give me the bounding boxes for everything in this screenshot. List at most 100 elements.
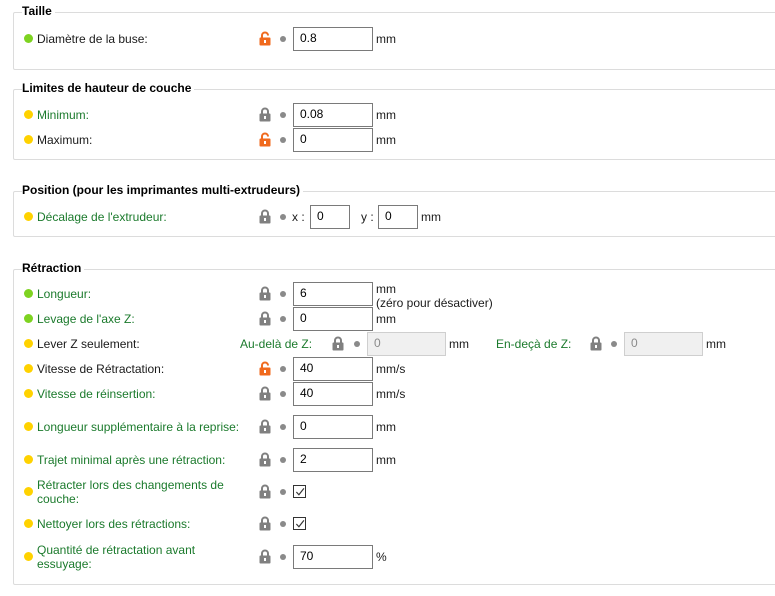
- group-title-position: Position (pour les imprimantes multi-ext…: [22, 183, 304, 197]
- dot-icon[interactable]: [280, 112, 286, 118]
- status-dot-icon: [24, 455, 33, 464]
- max-layer-input[interactable]: 0: [293, 128, 373, 152]
- lock-icon[interactable]: [259, 286, 271, 301]
- dot-icon[interactable]: [280, 316, 286, 322]
- status-dot-icon: [24, 289, 33, 298]
- row-restart-extra: Longueur supplémentaire à la reprise: 0 …: [0, 415, 775, 439]
- below-z-label: En-deçà de Z:: [496, 337, 572, 351]
- group-title-layer-limits: Limites de hauteur de couche: [22, 81, 195, 95]
- label: Rétracter lors des changements de couche…: [37, 478, 224, 506]
- group-box-retraction: [13, 269, 775, 585]
- unit: mm: [421, 210, 441, 224]
- above-z-input[interactable]: 0: [367, 332, 446, 356]
- dot-icon[interactable]: [280, 36, 286, 42]
- label: Levage de l'axe Z:: [37, 312, 135, 326]
- status-dot-icon: [24, 212, 33, 221]
- status-dot-icon: [24, 552, 33, 561]
- status-dot-icon: [24, 487, 33, 496]
- unlocked-icon[interactable]: [259, 361, 271, 376]
- nozzle-diameter-input[interactable]: 0.8: [293, 27, 373, 51]
- row-retract-speed: Vitesse de Rétractation: 40 mm/s: [0, 357, 775, 381]
- dot-icon[interactable]: [354, 341, 360, 347]
- dot-icon[interactable]: [280, 366, 286, 372]
- dot-icon[interactable]: [280, 521, 286, 527]
- deretract-speed-input[interactable]: 40: [293, 382, 373, 406]
- unit: mm: [376, 133, 396, 147]
- label: Décalage de l'extrudeur:: [37, 210, 167, 224]
- lift-z-input[interactable]: 0: [293, 307, 373, 331]
- dot-icon[interactable]: [280, 214, 286, 220]
- group-box-position: [13, 191, 775, 237]
- status-dot-icon: [24, 110, 33, 119]
- row-max-layer: Maximum: 0 mm: [0, 128, 775, 152]
- dot-icon[interactable]: [611, 341, 617, 347]
- unit: mm: [376, 108, 396, 122]
- lock-icon[interactable]: [259, 549, 271, 564]
- lock-icon[interactable]: [259, 107, 271, 122]
- dot-icon[interactable]: [280, 457, 286, 463]
- row-min-travel: Trajet minimal après une rétraction: 2 m…: [0, 448, 775, 472]
- row-extruder-offset: Décalage de l'extrudeur: x : 0 y : 0 mm: [0, 205, 775, 229]
- wipe-checkbox[interactable]: [293, 517, 306, 530]
- x-label: x :: [292, 210, 305, 224]
- unit: %: [376, 550, 387, 564]
- label: Trajet minimal après une rétraction:: [37, 453, 226, 467]
- label: Diamètre de la buse:: [37, 32, 148, 46]
- row-nozzle-diameter: Diamètre de la buse: 0.8 mm: [0, 27, 775, 51]
- lock-icon[interactable]: [332, 336, 344, 351]
- row-retract-layer-change: Rétracter lors des changements de couche…: [0, 478, 775, 506]
- status-dot-icon: [24, 34, 33, 43]
- offset-x-input[interactable]: 0: [310, 205, 350, 229]
- row-wipe: Nettoyer lors des rétractions:: [0, 512, 775, 536]
- min-travel-input[interactable]: 2: [293, 448, 373, 472]
- offset-y-input[interactable]: 0: [378, 205, 418, 229]
- row-deretract-speed: Vitesse de réinsertion: 40 mm/s: [0, 382, 775, 406]
- dot-icon[interactable]: [280, 489, 286, 495]
- unit: mm: [376, 420, 396, 434]
- unlocked-icon[interactable]: [259, 132, 271, 147]
- dot-icon[interactable]: [280, 291, 286, 297]
- min-layer-input[interactable]: 0.08: [293, 103, 373, 127]
- status-dot-icon: [24, 519, 33, 528]
- lock-icon[interactable]: [259, 386, 271, 401]
- row-lift-z-only: Lever Z seulement: Au-delà de Z: 0 mm En…: [0, 332, 775, 356]
- lock-icon[interactable]: [259, 484, 271, 499]
- row-min-layer: Minimum: 0.08 mm: [0, 103, 775, 127]
- group-title-taille: Taille: [22, 4, 55, 18]
- status-dot-icon: [24, 364, 33, 373]
- unit: mm: [376, 453, 396, 467]
- status-dot-icon: [24, 314, 33, 323]
- label: Longueur supplémentaire à la reprise:: [37, 420, 240, 434]
- label: Maximum:: [37, 133, 93, 147]
- retract-speed-input[interactable]: 40: [293, 357, 373, 381]
- lock-icon[interactable]: [259, 419, 271, 434]
- dot-icon[interactable]: [280, 554, 286, 560]
- restart-extra-input[interactable]: 0: [293, 415, 373, 439]
- unit: mm: [376, 32, 396, 46]
- retract-before-wipe-input[interactable]: 70: [293, 545, 373, 569]
- group-box-taille: [13, 12, 775, 70]
- unit: mm: [449, 337, 469, 351]
- label: Vitesse de Rétractation:: [37, 362, 165, 376]
- dot-icon[interactable]: [280, 137, 286, 143]
- label: Vitesse de réinsertion:: [37, 387, 156, 401]
- below-z-input[interactable]: 0: [624, 332, 703, 356]
- dot-icon[interactable]: [280, 424, 286, 430]
- label: Longueur:: [37, 287, 92, 301]
- unit: mm/s: [376, 362, 406, 376]
- y-label: y :: [361, 210, 374, 224]
- status-dot-icon: [24, 422, 33, 431]
- dot-icon[interactable]: [280, 391, 286, 397]
- above-z-label: Au-delà de Z:: [240, 337, 313, 351]
- unlocked-icon[interactable]: [259, 31, 271, 46]
- retract-layer-change-checkbox[interactable]: [293, 485, 306, 498]
- lock-icon[interactable]: [259, 209, 271, 224]
- lock-icon[interactable]: [590, 336, 602, 351]
- unit: mm: [706, 337, 726, 351]
- lock-icon[interactable]: [259, 516, 271, 531]
- lock-icon[interactable]: [259, 311, 271, 326]
- lock-icon[interactable]: [259, 452, 271, 467]
- group-title-retraction: Rétraction: [22, 261, 85, 275]
- sidetext: (zéro pour désactiver): [376, 296, 493, 310]
- retract-length-input[interactable]: 6: [293, 282, 373, 306]
